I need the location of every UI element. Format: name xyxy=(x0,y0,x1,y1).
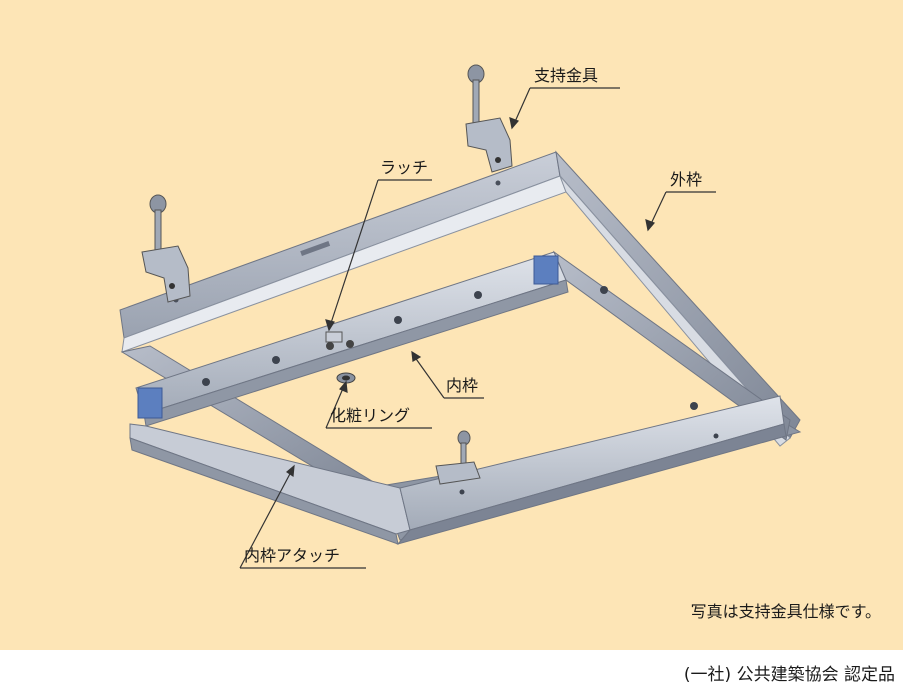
leader-lines xyxy=(239,87,716,569)
latch-part xyxy=(325,331,354,350)
diagram-panel: 支持金具 外枠 ラッチ 内枠 化粧リング 内枠アタッチ 写真は支持金具仕様です。 xyxy=(0,0,903,650)
label-inner-frame-attachment: 内枠アタッチ xyxy=(244,546,341,565)
label-inner-frame: 内枠 xyxy=(446,376,479,395)
label-latch: ラッチ xyxy=(380,158,429,177)
label-outer-frame: 外枠 xyxy=(670,170,703,189)
support-brackets xyxy=(141,64,513,485)
support-bracket-left xyxy=(141,194,191,303)
inner-frame-attachment xyxy=(129,395,787,545)
support-bracket-bottom xyxy=(435,430,481,485)
inner-frame xyxy=(135,250,791,441)
certification-note: (一社) 公共建築協会 認定品 xyxy=(683,665,895,685)
label-support-bracket: 支持金具 xyxy=(534,66,599,85)
photo-caption: 写真は支持金具仕様です。 xyxy=(690,602,881,621)
access-panel-illustration xyxy=(119,64,802,569)
decorative-ring-part xyxy=(336,372,356,384)
label-decorative-ring: 化粧リング xyxy=(330,406,411,425)
support-bracket-top xyxy=(465,64,513,173)
